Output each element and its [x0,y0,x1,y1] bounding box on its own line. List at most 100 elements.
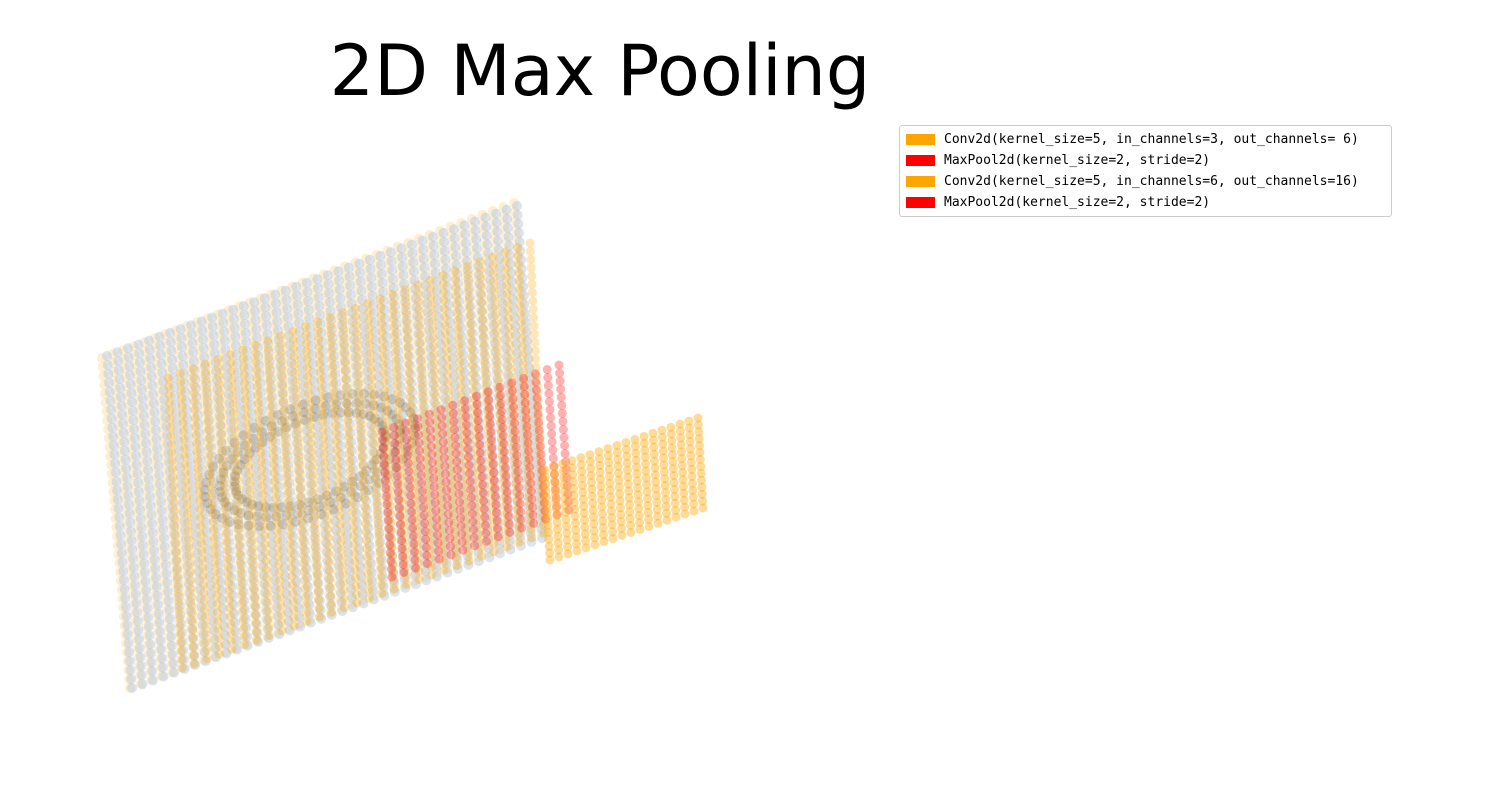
conv1-dot [357,436,367,446]
input-edge-dot [310,300,321,311]
input-edge-dot [150,342,161,352]
input-edge-dot [362,400,373,411]
input-edge-dot [460,271,471,282]
input-edge-dot [321,562,332,573]
conv1-dot [202,401,212,410]
input-edge-dot [171,334,182,345]
input-edge-dot [106,468,117,479]
conv1-dot [340,358,350,367]
pool1-dot [460,396,470,406]
pool1-dot [433,530,442,540]
input-edge-dot [467,222,478,233]
pool1-dot [401,426,411,436]
input-edge-dot [411,464,422,475]
conv1-dot [315,359,325,369]
input-edge-dot [401,339,412,350]
pool1-dot [471,391,481,401]
input-edge-dot [386,548,397,558]
input-dot [136,375,147,386]
input-edge-dot [219,380,230,391]
conv2-dot [572,546,582,556]
input-edge-dot [317,509,328,520]
pool1-dot [467,501,477,510]
input-edge-dot [426,514,437,525]
pool1-dot [408,531,418,541]
pool1-dot [555,376,565,386]
input-dot [127,544,138,555]
input-edge-dot [186,383,197,394]
pool1-dot [383,508,393,518]
conv1-dot [319,450,329,460]
input-edge-dot [247,324,258,335]
input-edge-dot [420,442,431,453]
input-edge-dot [257,568,267,579]
input-edge-dot [214,327,225,338]
conv1-dot [327,337,336,347]
input-edge-dot [155,524,166,535]
input-edge-dot [123,665,134,676]
pool1-dot [416,470,426,480]
input-edge-dot [275,396,286,407]
input-edge-dot [318,398,329,409]
input-edge-dot [369,480,380,491]
pool1-dot [407,515,417,525]
input-edge-dot [151,608,162,619]
conv1-dot [188,364,198,374]
input-edge-dot [223,305,234,316]
pool1-dot [499,439,509,449]
input-edge-dot [311,566,322,577]
input-edge-dot [321,434,332,445]
input-edge-dot [332,558,343,569]
input-edge-dot [257,449,268,459]
input-edge-dot [455,466,466,477]
input-dot [139,558,150,569]
input-dot [130,589,141,600]
input-edge-dot [466,213,477,224]
conv1-dot [217,446,227,455]
input-dot [128,562,139,573]
conv1-dot [355,394,365,404]
conv1-dot [372,481,381,491]
pool1-dot [536,450,546,459]
conv1-dot [275,593,285,603]
input-edge-dot [153,506,164,517]
input-dot [177,351,188,361]
pool1-dot [514,475,523,484]
input-edge-dot [136,430,147,441]
input-edge-dot [375,551,386,562]
pool1-dot [534,417,544,427]
input-edge-dot [293,610,304,621]
conv1-dot [529,313,539,323]
pool1-dot [378,443,388,453]
conv1-dot [222,545,232,555]
input-edge-dot [303,606,314,617]
conv1-dot [291,384,301,394]
input-edge-dot [334,319,344,330]
pool1-dot [383,516,393,526]
pool1-dot [384,532,394,542]
input-edge-dot [198,397,209,408]
input-edge-dot [100,397,111,408]
input-dot [110,458,121,469]
input-dot [118,566,129,577]
input-edge-dot [472,542,483,553]
input-edge-dot [174,489,184,500]
input-edge-dot [145,537,156,548]
conv1-dot [339,586,348,596]
input-edge-dot [248,590,258,601]
conv1-dot [366,373,376,383]
pool1-dot [469,533,479,543]
input-edge-dot [312,455,323,466]
input-edge-dot [240,501,251,512]
input-edge-dot [157,551,168,562]
input-edge-dot [262,373,273,384]
input-edge-dot [188,401,199,412]
conv1-dot [226,358,236,368]
input-edge-dot [357,466,368,477]
input-dot [125,665,136,676]
input-edge-dot [152,368,163,379]
pool1-dot [410,547,419,557]
input-edge-dot [356,329,367,339]
input-edge-dot [321,296,332,307]
pool1-dot [523,430,532,440]
